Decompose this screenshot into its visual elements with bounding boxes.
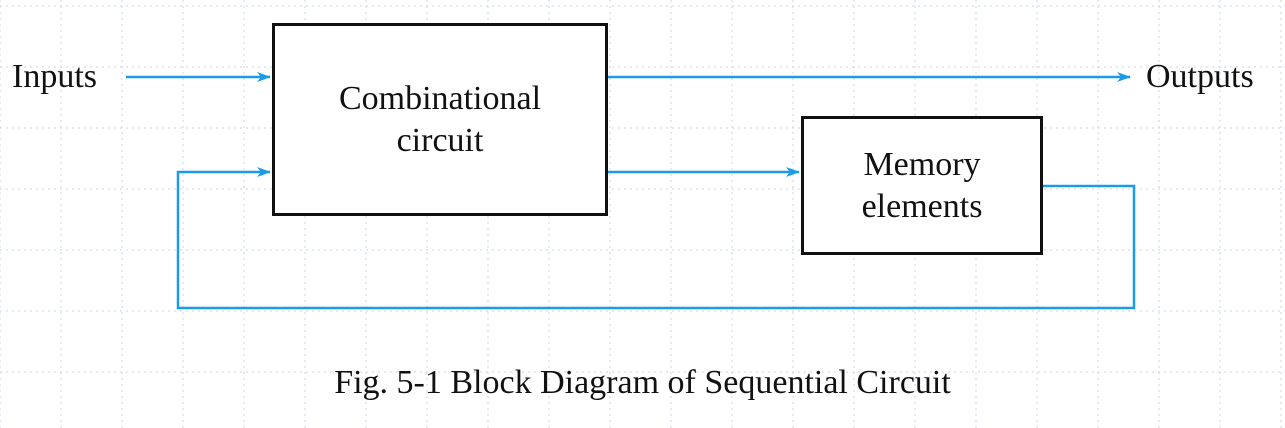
memory-label-line-1: Memory <box>863 145 981 183</box>
combinational-label-line-1: Combinational <box>338 79 542 117</box>
memory-elements-block: Memory elements <box>801 116 1043 255</box>
combinational-circuit-block: Combinational circuit <box>272 23 608 216</box>
combinational-label-line-2: circuit <box>396 121 484 159</box>
inputs-label: Inputs <box>12 58 97 95</box>
feedback-loop-arrow <box>176 167 1136 310</box>
memory-label-line-2: elements <box>861 187 983 225</box>
figure-caption: Fig. 5-1 Block Diagram of Sequential Cir… <box>334 364 951 401</box>
outputs-label: Outputs <box>1146 58 1254 95</box>
